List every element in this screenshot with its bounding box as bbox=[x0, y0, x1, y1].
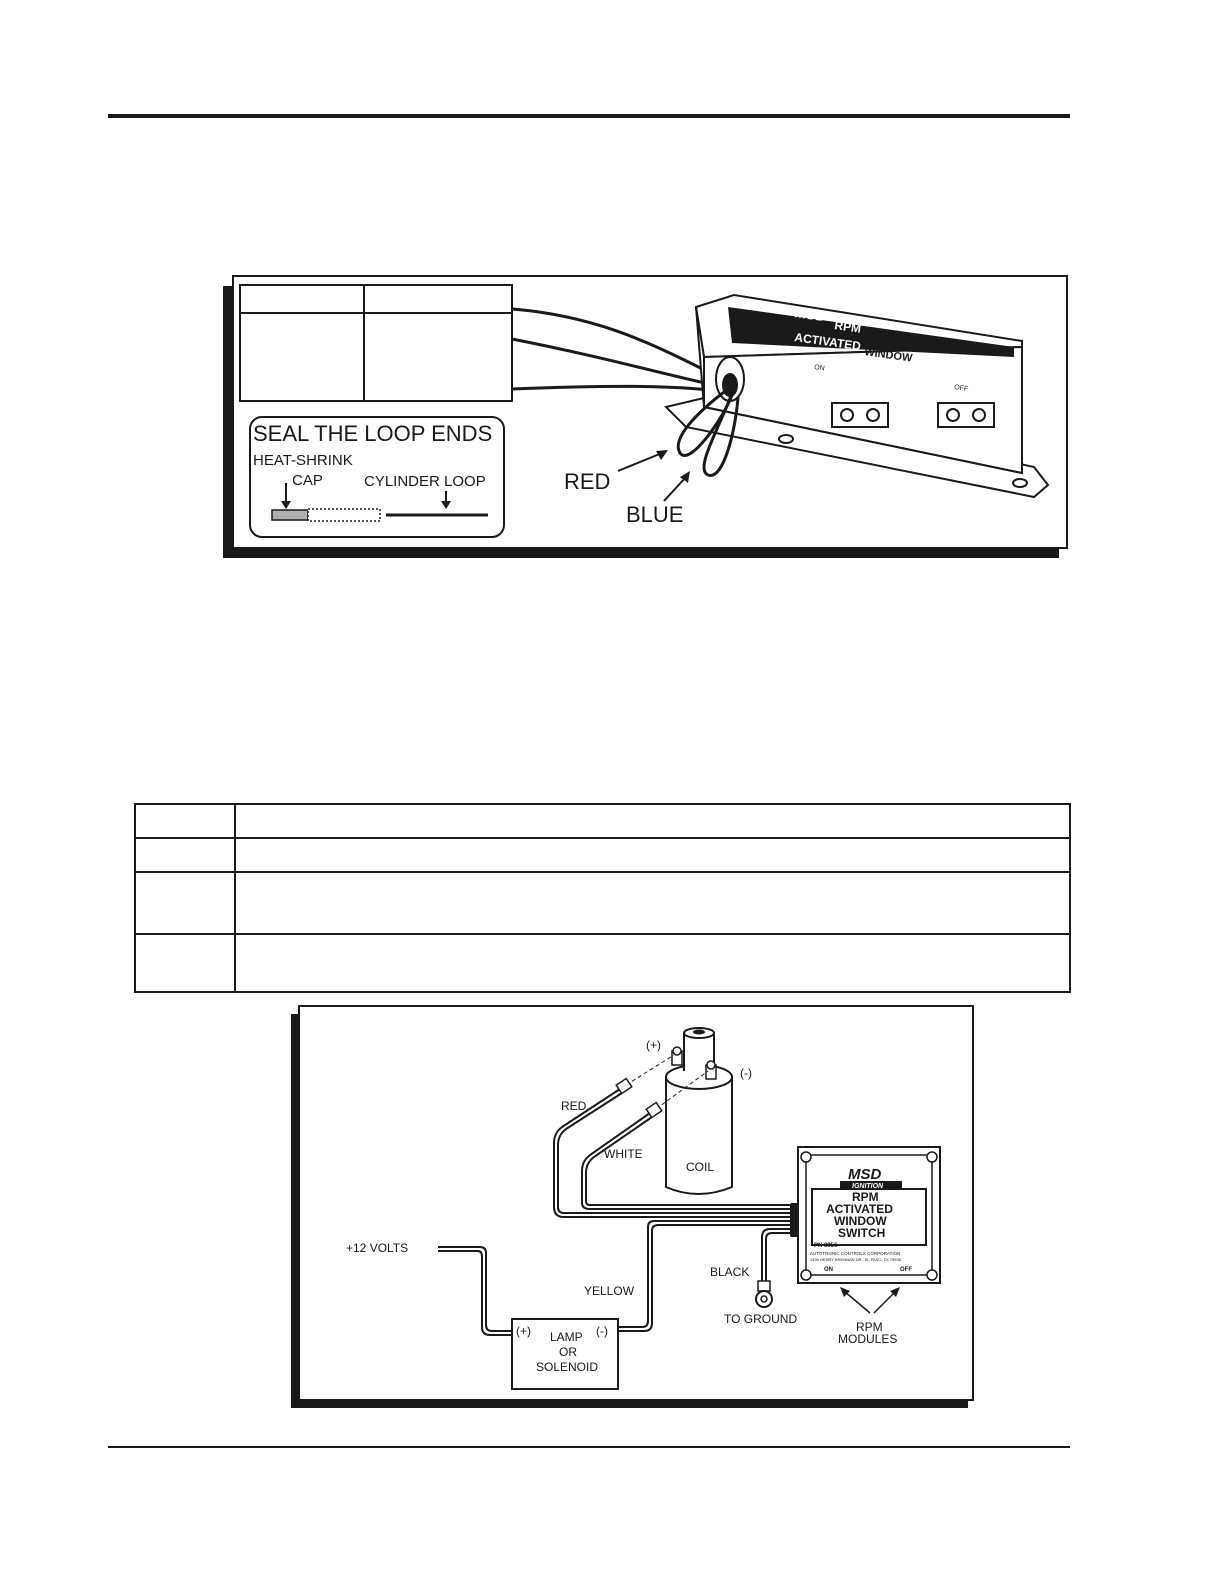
figure2-wires bbox=[438, 1088, 794, 1336]
figure2-module-connector bbox=[790, 1203, 798, 1237]
figure1-blue-arrow bbox=[663, 471, 690, 502]
figure2-drawing: (+) (-) COIL bbox=[346, 1027, 941, 1390]
figure2-lamp-solenoid bbox=[511, 1318, 619, 1390]
figure2-yellow-label: YELLOW bbox=[584, 1284, 635, 1298]
header-rule bbox=[108, 114, 1070, 118]
figure1-module-on: ON bbox=[814, 364, 825, 372]
figure1-blank-table bbox=[239, 284, 513, 402]
table-cell bbox=[134, 837, 236, 873]
figure2-module-address: 1490 HENRY BRENNAN DR., EL PASO, TX 7993… bbox=[810, 1257, 902, 1262]
figure2-module-brand: MSD bbox=[848, 1166, 882, 1183]
table-cell bbox=[134, 803, 236, 839]
figure2-spade-connectors bbox=[615, 1077, 663, 1119]
spec-table bbox=[134, 803, 1071, 993]
table-cell bbox=[234, 803, 1071, 839]
figure2-lamp-plus: (+) bbox=[516, 1324, 531, 1338]
figure2-plus12-label: +12 VOLTS bbox=[346, 1241, 408, 1255]
figure2-lamp-3: SOLENOID bbox=[536, 1360, 598, 1374]
figure2-lamp-2: OR bbox=[559, 1345, 577, 1359]
figure1-seal-callout: SEAL THE LOOP ENDS HEAT-SHRINK CAP CYLIN… bbox=[249, 416, 505, 538]
figure1-red-arrow bbox=[617, 450, 668, 472]
footer-rule bbox=[108, 1446, 1070, 1448]
figure1-wire-stub bbox=[271, 509, 309, 521]
figure2-to-ground-label: TO GROUND bbox=[724, 1312, 797, 1326]
figure2-coil-minus: (-) bbox=[740, 1066, 752, 1080]
table-cell bbox=[134, 871, 236, 935]
figure2-terminal-leaders bbox=[625, 1054, 709, 1110]
figure2-module-line4: SWITCH bbox=[838, 1226, 885, 1240]
figure1-blue-label: BLUE bbox=[626, 502, 683, 527]
figure2-lamp-1: LAMP bbox=[550, 1330, 583, 1344]
figure1-heat-shrink-label: HEAT-SHRINK bbox=[253, 452, 353, 469]
figure2-ground-terminal bbox=[755, 1280, 773, 1308]
figure2-rpm-modules-label-1: RPM bbox=[856, 1320, 883, 1334]
figure1-cylinder-loop-label: CYLINDER LOOP bbox=[364, 473, 486, 490]
figure2-module-line3: WINDOW bbox=[834, 1214, 887, 1228]
figure2-white-label: WHITE bbox=[604, 1147, 643, 1161]
figure2-red-label: RED bbox=[561, 1099, 587, 1113]
figure1-module-brand: MSD bbox=[794, 304, 827, 324]
figure2-module-maker: AUTOTRONIC CONTROLS CORPORATION bbox=[810, 1251, 900, 1256]
table-cell bbox=[234, 837, 1071, 873]
table-cell bbox=[234, 871, 1071, 935]
figure2-rpm-arrows bbox=[840, 1287, 900, 1314]
figure2-wiring-diagram: (+) (-) COIL bbox=[298, 1005, 974, 1401]
figure2-module-pn: PN 8956 bbox=[814, 1243, 838, 1249]
table-row bbox=[134, 837, 1071, 873]
figure1-heat-shrink-cap bbox=[307, 508, 381, 522]
figure2-lamp-minus: (-) bbox=[596, 1324, 608, 1338]
figure1-red-label: RED bbox=[564, 469, 610, 494]
figure1-module-off: OFF bbox=[954, 384, 969, 393]
table-row bbox=[134, 933, 1071, 993]
table-row bbox=[134, 871, 1071, 935]
table-row bbox=[134, 803, 1071, 839]
figure1-seal-title: SEAL THE LOOP ENDS bbox=[253, 421, 492, 446]
figure2-rpm-modules-label-2: MODULES bbox=[838, 1332, 897, 1346]
figure2-msd-module: MSD IGNITION RPM ACTIVATED WINDOW SWITCH… bbox=[797, 1146, 941, 1284]
figure2-module-off: OFF bbox=[900, 1267, 912, 1273]
figure1-drawing: MSD RPM ACTIVATED WINDOW ON OFF RED bbox=[239, 284, 1050, 538]
table-cell bbox=[234, 933, 1071, 993]
figure1-module-line1: RPM bbox=[834, 318, 862, 336]
figure2-module-line1: RPM bbox=[852, 1190, 879, 1204]
figure2-black-label: BLACK bbox=[710, 1265, 749, 1279]
figure1-cap-label: CAP bbox=[292, 472, 323, 489]
figure2-module-brand-sub: IGNITION bbox=[852, 1183, 884, 1190]
table-cell bbox=[134, 933, 236, 993]
figure2-coil-label: COIL bbox=[686, 1160, 714, 1174]
figure2-coil bbox=[665, 1027, 733, 1195]
figure2-coil-plus: (+) bbox=[646, 1038, 661, 1052]
figure1-loops bbox=[676, 387, 740, 477]
figure2-module-line2: ACTIVATED bbox=[826, 1202, 893, 1216]
figure1-loop-wiring: MSD RPM ACTIVATED WINDOW ON OFF RED bbox=[232, 275, 1068, 549]
figure1-module: MSD RPM ACTIVATED WINDOW ON OFF bbox=[664, 293, 1050, 499]
figure2-module-on: ON bbox=[824, 1267, 833, 1273]
